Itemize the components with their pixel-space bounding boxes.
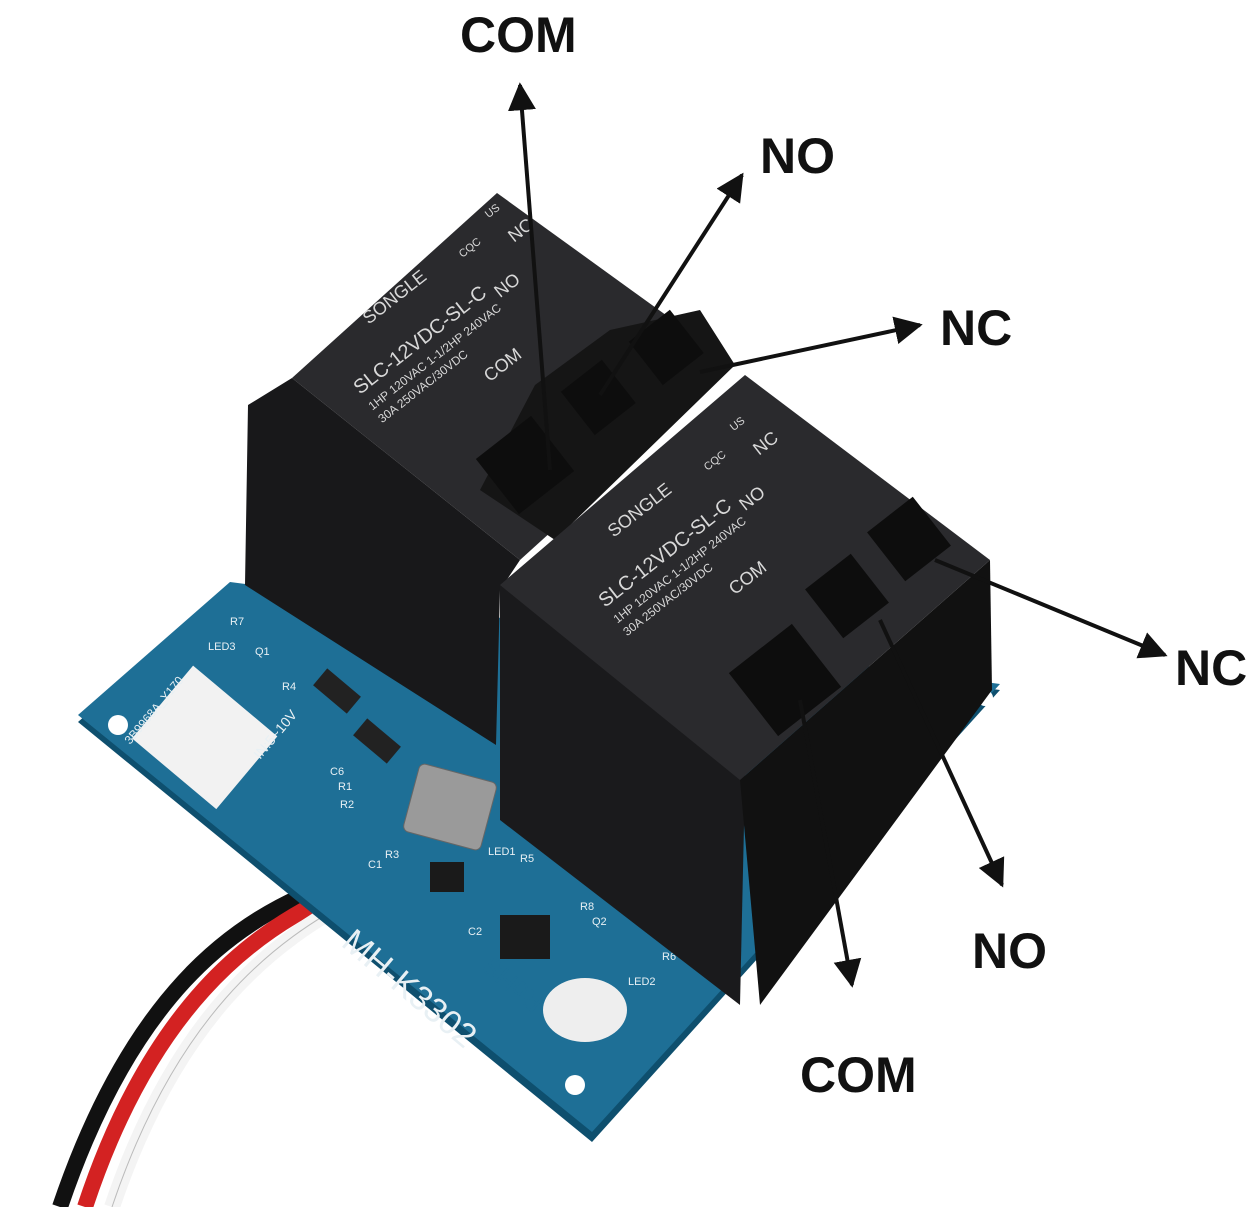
ref-r5: R5 bbox=[520, 853, 534, 865]
label-bottom-no: NO bbox=[972, 923, 1047, 979]
label-right-nc: NC bbox=[1175, 640, 1247, 696]
ref-r4: R4 bbox=[282, 681, 296, 693]
ic-chip bbox=[500, 915, 550, 959]
ref-r2: R2 bbox=[340, 799, 354, 811]
ref-c2: C2 bbox=[468, 926, 482, 938]
cable bbox=[52, 877, 366, 1207]
terminal-nc bbox=[867, 496, 951, 582]
ref-r3: R3 bbox=[385, 849, 399, 861]
arrow-top-com bbox=[508, 82, 552, 471]
terminal-nc bbox=[628, 309, 704, 386]
ref-r1: R1 bbox=[338, 781, 352, 793]
ref-c1: C1 bbox=[368, 859, 382, 871]
ref-r8: R8 bbox=[580, 901, 594, 913]
transistor bbox=[430, 862, 464, 892]
label-top-com: COM bbox=[460, 7, 577, 63]
arrow-bottom-com bbox=[798, 699, 862, 988]
relay-1: SONGLE SLC-12VDC-SL-C 1HP 120VAC 1-1/2HP… bbox=[245, 193, 735, 745]
arrow-top-no bbox=[598, 172, 744, 397]
ref-r6: R6 bbox=[662, 951, 676, 963]
ref-led1: LED1 bbox=[488, 846, 516, 858]
arrow-right-nc bbox=[934, 558, 1168, 659]
ref-c6: C6 bbox=[330, 766, 344, 778]
mount-hole bbox=[108, 715, 128, 735]
diode bbox=[313, 668, 361, 714]
rohs-badge bbox=[543, 978, 627, 1042]
arrow-top-nc bbox=[699, 316, 923, 374]
ref-led2: LED2 bbox=[628, 976, 656, 988]
ref-q1: Q1 bbox=[255, 646, 270, 658]
terminal-com bbox=[728, 623, 842, 737]
logo-sticker bbox=[132, 665, 278, 810]
ref-q2: Q2 bbox=[592, 916, 607, 928]
terminal-no bbox=[560, 359, 636, 436]
arrow-bottom-no bbox=[878, 619, 1005, 888]
ref-r7: R7 bbox=[230, 616, 244, 628]
label-top-nc: NC bbox=[940, 300, 1012, 356]
label-top-no: NO bbox=[760, 128, 835, 184]
terminal-no bbox=[805, 553, 889, 639]
ref-led3: LED3 bbox=[208, 641, 236, 653]
inductor bbox=[403, 763, 497, 851]
diode bbox=[353, 718, 401, 764]
label-bottom-com: COM bbox=[800, 1047, 917, 1103]
mount-hole bbox=[565, 1075, 585, 1095]
relay-2: SONGLE SLC-12VDC-SL-C 1HP 120VAC 1-1/2HP… bbox=[500, 375, 992, 1005]
